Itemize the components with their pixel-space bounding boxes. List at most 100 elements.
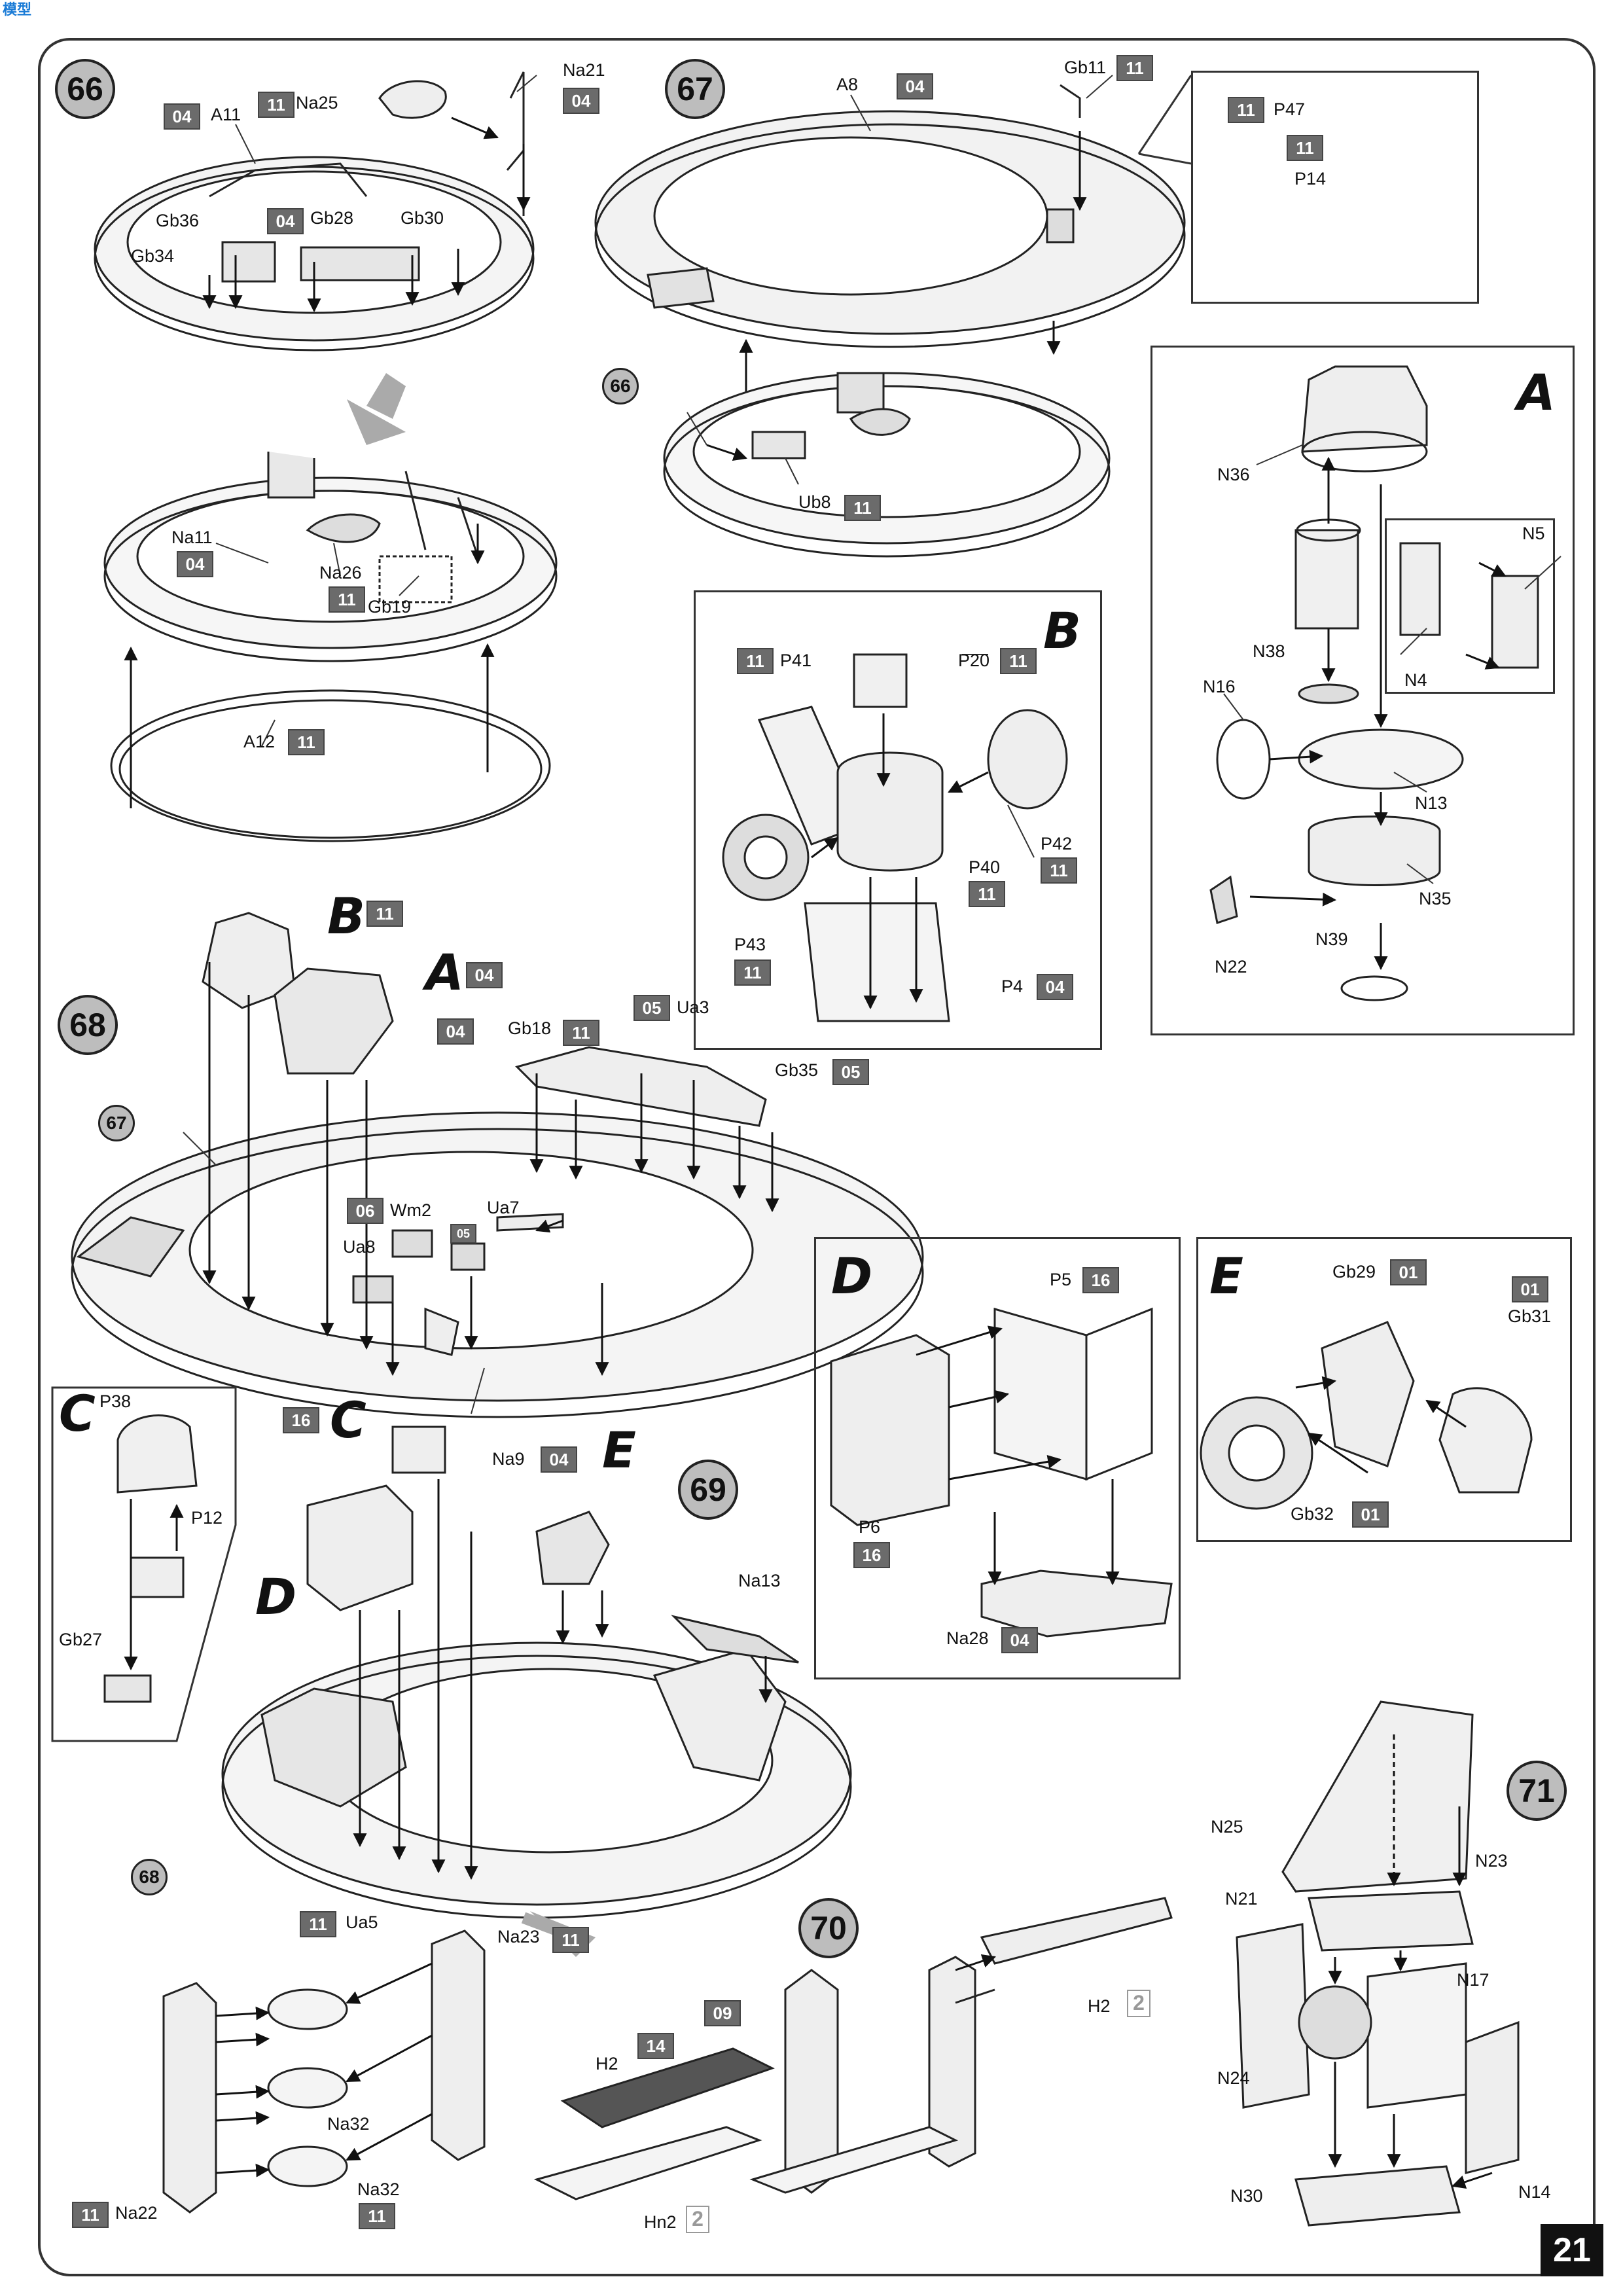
paint-code: 05 <box>633 995 670 1021</box>
paint-code: 11 <box>288 729 325 755</box>
part-label: Gb28 <box>310 208 354 228</box>
part-label: Ua3 <box>677 997 709 1017</box>
part-label: N39 <box>1315 929 1348 949</box>
part-label: N5 <box>1522 524 1545 543</box>
part-label: A11 <box>211 105 241 124</box>
step68-turret-floor <box>72 913 923 1417</box>
part-label: P6 <box>859 1517 881 1537</box>
part-label: P20 <box>958 651 990 670</box>
paint-code: 05 <box>832 1059 869 1085</box>
paint-code: 11 <box>366 901 403 927</box>
paint-code: 04 <box>164 103 200 130</box>
subassembly-D-box <box>814 1237 1181 1679</box>
paint-code: 04 <box>267 208 304 234</box>
paint-code: 04 <box>177 551 213 577</box>
part-label: N35 <box>1419 889 1452 908</box>
part-label: Hn2 <box>644 2212 677 2232</box>
subassembly-E-drawing <box>1201 1322 1531 1509</box>
part-label: Gb27 <box>59 1630 103 1649</box>
paint-code: 11 <box>300 1911 336 1937</box>
step67-ring <box>664 373 1109 556</box>
paint-code: 11 <box>72 2202 109 2228</box>
paint-code: 11 <box>1287 135 1323 161</box>
step-69-badge: 69 <box>678 1460 738 1520</box>
part-label: P42 <box>1041 834 1073 853</box>
subassembly-A-letter: A <box>1517 363 1556 422</box>
paint-code: 04 <box>437 1018 474 1045</box>
subassembly-A-callout: A <box>425 943 464 1001</box>
part-label: Ub8 <box>798 492 831 512</box>
part-label: Gb30 <box>401 208 444 228</box>
paint-code: 01 <box>1512 1276 1548 1302</box>
multiplier-value: 2 <box>1127 1990 1150 2017</box>
subassembly-E-callout: E <box>602 1421 636 1479</box>
ref-step-68: 68 <box>131 1859 168 1895</box>
paint-code: 11 <box>1000 648 1037 674</box>
subassembly-B-letter: B <box>1043 601 1081 660</box>
part-label: Gb19 <box>368 597 412 617</box>
subassembly-D-callout: D <box>255 1568 297 1626</box>
part-label: Na28 <box>946 1628 989 1648</box>
paint-code: 11 <box>329 586 365 613</box>
part-label: Na25 <box>296 93 338 113</box>
paint-code: 04 <box>1037 974 1073 1000</box>
part-label: Gb36 <box>156 211 200 230</box>
part-label: N14 <box>1518 2182 1551 2202</box>
part-label: Ua8 <box>343 1237 376 1257</box>
part-label: Na11 <box>171 528 213 547</box>
subassembly-A-inset <box>1385 518 1555 694</box>
paint-code: 11 <box>844 495 881 521</box>
part-label: Gb31 <box>1508 1306 1552 1326</box>
part-label: N22 <box>1215 957 1247 977</box>
paint-code: 01 <box>1390 1259 1427 1285</box>
subassembly-D-letter: D <box>831 1247 873 1305</box>
part-label: Na22 <box>115 2203 158 2223</box>
part-label: P12 <box>191 1508 223 1528</box>
step-71-badge: 71 <box>1507 1761 1567 1821</box>
part-label: Na26 <box>319 563 362 583</box>
part-label: Gb18 <box>508 1018 552 1038</box>
part-label: N21 <box>1225 1889 1258 1909</box>
step70-ammo-rack <box>164 1898 1171 2212</box>
subassembly-C-drawing <box>105 1416 196 1702</box>
paint-code: 04 <box>1001 1627 1038 1653</box>
part-label: N4 <box>1404 670 1427 690</box>
part-label: P40 <box>969 857 1001 877</box>
paint-code: 04 <box>897 73 933 99</box>
paint-code: 01 <box>1352 1501 1389 1528</box>
subassembly-A-box <box>1150 346 1575 1035</box>
step-66-badge: 66 <box>55 59 115 119</box>
page-number: 21 <box>1541 2224 1603 2276</box>
ref-step-67: 67 <box>98 1105 135 1141</box>
site-logo: 模型 <box>3 1 32 18</box>
subassembly-C-letter: C <box>59 1384 96 1443</box>
part-label: N24 <box>1217 2068 1250 2088</box>
part-label: P4 <box>1001 977 1024 996</box>
page-frame <box>38 38 1596 2276</box>
part-label: N17 <box>1457 1970 1489 1990</box>
subassembly-D-drawing <box>831 1309 1171 1636</box>
paint-code: 11 <box>563 1020 599 1046</box>
step-70-badge: 70 <box>798 1898 859 1958</box>
part-label: H2 <box>1088 1996 1111 2016</box>
part-label: P47 <box>1274 99 1306 119</box>
multiplier-value: 2 <box>686 2206 709 2233</box>
paint-code: 04 <box>466 962 503 988</box>
part-label: Gb29 <box>1332 1262 1376 1282</box>
part-label: Na13 <box>738 1571 781 1590</box>
paint-code: 16 <box>283 1407 319 1433</box>
part-label: Ua5 <box>346 1912 378 1932</box>
step66-ring-top <box>95 72 533 350</box>
quantity-x2: 2 <box>685 2206 709 2233</box>
part-label: Wm2 <box>390 1200 431 1220</box>
part-label: N16 <box>1203 677 1236 696</box>
step-67-badge: 67 <box>665 59 725 119</box>
part-label: P41 <box>780 651 812 670</box>
paint-code: 04 <box>563 88 599 114</box>
paint-code: 06 <box>347 1198 383 1224</box>
paint-code: 14 <box>637 2033 674 2059</box>
paint-code: 09 <box>704 2000 741 2026</box>
subassembly-C-callout: C <box>330 1391 366 1449</box>
paint-code: 11 <box>359 2203 395 2229</box>
step71-rack-assembly <box>1237 1702 1518 2225</box>
